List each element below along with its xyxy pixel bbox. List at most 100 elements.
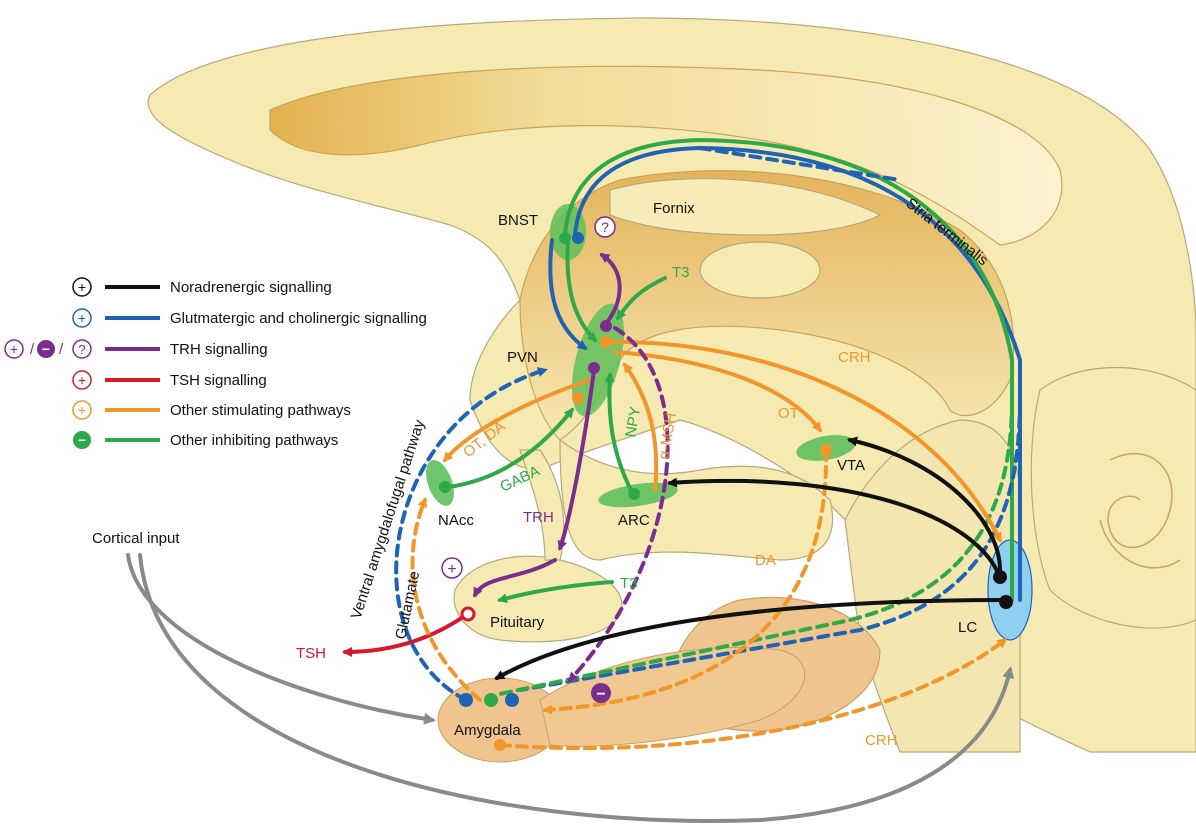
fornix-shape <box>609 178 882 236</box>
stria-dash-top <box>698 146 902 182</box>
svg-text:+: + <box>78 279 86 295</box>
label-t3-top: T3 <box>672 264 690 281</box>
dot-nacc-green <box>439 481 451 493</box>
label-bnst: BNST <box>498 212 538 229</box>
legend-symbol-noradrenergic <box>72 277 92 297</box>
brain-outline <box>147 17 1196 753</box>
dot-pvn-purple-top <box>600 320 612 332</box>
ventral-amygdalofugal <box>394 367 548 702</box>
question-symbol <box>594 216 616 238</box>
question-mark: ? <box>601 219 609 235</box>
dot-lc-black-2 <box>999 595 1013 609</box>
trh-pvn-to-pit <box>557 368 596 551</box>
label-tsh: TSH <box>296 645 326 662</box>
legend-symbol-stimulating <box>72 400 92 420</box>
minus-symbol-amy <box>591 683 611 703</box>
dot-pvn-orange <box>600 336 612 348</box>
dot-lc-black-1 <box>993 570 1007 584</box>
cortical-to-lc <box>138 553 1015 823</box>
legend: + Noradrenergic signalling + Glutmatergi… <box>4 277 427 449</box>
stria-lower-blue <box>518 398 1022 692</box>
label-cortical: Cortical input <box>92 530 180 547</box>
legend-symbol-trh-question <box>72 339 92 359</box>
cerebellum <box>1030 366 1196 629</box>
label-vta: VTA <box>837 457 865 474</box>
amsh-arc-to-pvn <box>623 362 659 492</box>
dot-amy-blue-2 <box>505 693 519 707</box>
svg-text:?: ? <box>78 342 85 357</box>
nacc-nucleus <box>426 460 454 506</box>
svg-text:+: + <box>78 402 86 418</box>
dot-amy-orange <box>494 739 506 751</box>
trh-pvn-to-amy <box>567 326 670 683</box>
trh-to-question <box>599 253 622 327</box>
da-vta-to-amy <box>542 448 829 715</box>
bnst-to-pvn-blue <box>548 238 588 350</box>
dot-amy-green <box>484 693 498 707</box>
pathways <box>126 137 1022 823</box>
legend-label-noradrenergic: Noradrenergic signalling <box>170 279 332 296</box>
legend-label-tsh: TSH signalling <box>170 372 267 389</box>
bnst-to-pvn-green <box>565 238 598 343</box>
label-amygdala: Amygdala <box>454 722 521 739</box>
label-crh-top: CRH <box>838 349 871 366</box>
ne-lc-to-arc <box>667 477 1002 580</box>
dot-amy-blue-1 <box>459 693 473 707</box>
label-arc: ARC <box>618 512 650 529</box>
dot-arc-green <box>628 488 640 500</box>
legend-symbol-trh-plus <box>4 339 24 359</box>
label-trh: TRH <box>523 509 554 526</box>
tsh-out <box>342 613 468 657</box>
ot-pvn-to-vta <box>613 350 822 433</box>
label-crh-bottom: CRH <box>865 732 898 749</box>
pituitary-stalk <box>519 449 565 561</box>
stria-lower-green <box>493 398 1014 697</box>
plus-mark-pit: + <box>447 561 456 578</box>
t3-to-pit <box>497 580 614 604</box>
label-nacc: NAcc <box>438 512 474 529</box>
legend-label-trh: TRH signalling <box>170 341 268 358</box>
ne-lc-to-amy <box>494 598 1007 680</box>
glutamate-path <box>410 497 482 702</box>
label-ot-right: OT <box>778 405 799 422</box>
gaba-nacc-to-pvn <box>446 407 574 489</box>
plus-symbol-pit <box>441 557 463 579</box>
hypothalamus-lower <box>559 438 834 561</box>
dot-bnst-green <box>559 232 571 244</box>
label-npy: NPY <box>622 405 644 438</box>
label-pvn: PVN <box>507 349 538 366</box>
svg-text:−: − <box>42 341 50 357</box>
svg-text:/: / <box>30 341 35 358</box>
svg-text:+: + <box>78 310 86 326</box>
inline-symbols: ? + − <box>441 216 616 703</box>
legend-symbol-trh-minus <box>37 340 55 358</box>
minus-mark-amy: − <box>596 686 605 703</box>
dot-pvn-orange-low <box>572 392 584 404</box>
legend-label-glutamatergic: Glutmatergic and cholinergic signalling <box>170 310 427 327</box>
label-lc: LC <box>958 619 977 636</box>
label-t3-bottom: T3 <box>620 575 638 592</box>
legend-symbol-glutamatergic <box>72 308 92 328</box>
dot-pit-red <box>460 606 476 622</box>
dot-bnst-blue <box>572 232 584 244</box>
cerebellum-folds <box>1099 453 1181 569</box>
label-da: DA <box>755 552 776 569</box>
cortical-to-amy <box>126 553 436 725</box>
legend-symbol-inhibiting <box>73 431 91 449</box>
dot-pvn-purple-mid <box>588 362 600 374</box>
legend-label-stimulating: Other stimulating pathways <box>170 402 351 419</box>
ne-lc-to-vta <box>847 436 1002 572</box>
label-fornix: Fornix <box>653 200 695 217</box>
crh-amy-to-lc <box>498 638 1008 751</box>
terminal-dots <box>439 232 1013 751</box>
svg-text:+: + <box>10 341 18 357</box>
crh-pvn-to-lc <box>608 339 1002 543</box>
svg-text:/: / <box>59 341 64 358</box>
legend-symbol-tsh <box>72 370 92 390</box>
thalamus <box>699 241 821 299</box>
svg-text:+: + <box>78 372 86 388</box>
t3-to-pvn <box>616 276 667 321</box>
dot-vta-orange <box>820 444 832 456</box>
legend-label-inhibiting: Other inhibiting pathways <box>170 432 338 449</box>
